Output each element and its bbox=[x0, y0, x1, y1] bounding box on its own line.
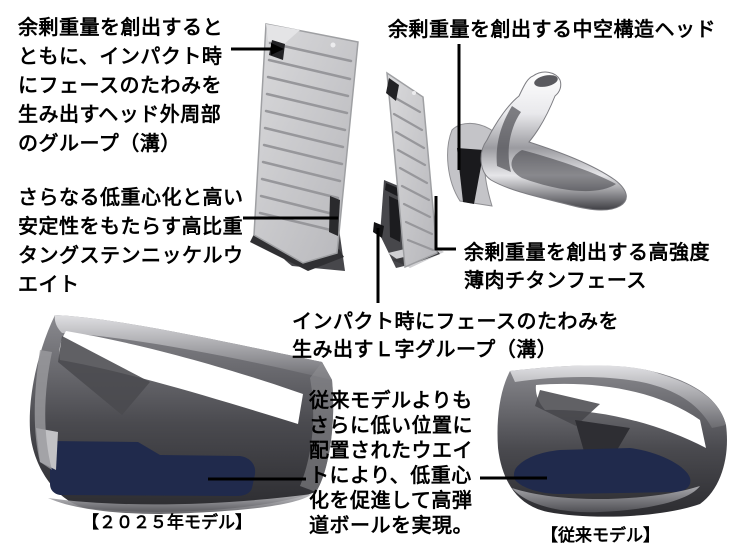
leader-lines bbox=[208, 43, 547, 481]
label-tungsten-weight-line: さらなる低重心化と高い bbox=[18, 185, 244, 209]
label-outer-groove-line: のグループ（溝） bbox=[18, 131, 181, 155]
label-titanium-face-line: 余剰重量を創出する高強度 bbox=[464, 240, 710, 264]
label-weight-position-line: トにより、低重心 bbox=[309, 463, 472, 487]
label-hollow-head: 余剰重量を創出する中空構造ヘッド bbox=[388, 17, 716, 41]
thin-titanium-face bbox=[386, 71, 438, 269]
label-weight-position-line: 道ボールを実現。 bbox=[309, 513, 473, 537]
label-tungsten-weight-line: タングステンニッケルウ bbox=[18, 243, 244, 267]
label-l-groove-line: 生み出すＬ字グループ（溝） bbox=[292, 337, 558, 361]
leader-titanium-face bbox=[434, 196, 456, 251]
label-outer-groove-line: 生み出すヘッド外周部 bbox=[18, 102, 222, 126]
label-l-groove-line: インパクト時にフェースのたわみを bbox=[292, 309, 619, 333]
label-weight-position: 従来モデルよりも さらに低い位置に 配置されたウエイ トにより、低重心 化を促進… bbox=[309, 388, 473, 538]
caption-2025-model: 【２０２５年モデル】 bbox=[82, 513, 252, 533]
conventional-model-cross-section bbox=[497, 365, 727, 517]
caption-conventional-model: 【従来モデル】 bbox=[541, 526, 660, 546]
weight-conventional bbox=[513, 448, 691, 494]
exploded-view bbox=[250, 23, 627, 271]
label-weight-position-line: 化を促進して高弾 bbox=[309, 488, 473, 512]
label-outer-groove-line: ともに、インパクト時 bbox=[18, 44, 223, 68]
label-weight-position-line: 従来モデルよりも bbox=[309, 388, 473, 412]
model-2025-cross-section bbox=[29, 315, 334, 514]
label-outer-groove-line: 余剰重量を創出すると bbox=[18, 15, 223, 39]
head-perimeter-groove-body bbox=[253, 23, 359, 264]
hollow-structure-chrome-head bbox=[447, 71, 627, 211]
label-tungsten-weight: さらなる低重心化と高い 安定性をもたらす高比重 タングステンニッケルウ エイト bbox=[18, 183, 244, 299]
leader-outer-groove-arrowhead bbox=[271, 43, 284, 55]
label-titanium-face-line: 薄肉チタンフェース bbox=[464, 268, 647, 292]
label-tungsten-weight-line: 安定性をもたらす高比重 bbox=[18, 214, 244, 238]
label-weight-position-line: 配置されたウエイ bbox=[309, 438, 473, 462]
label-titanium-face: 余剰重量を創出する高強度 薄肉チタンフェース bbox=[464, 238, 710, 294]
label-tungsten-weight-line: エイト bbox=[18, 272, 80, 296]
label-hollow-head-line: 余剰重量を創出する中空構造ヘッド bbox=[388, 17, 716, 41]
label-outer-groove-line: にフェースのたわみを bbox=[18, 73, 222, 97]
label-outer-groove: 余剰重量を創出すると ともに、インパクト時 にフェースのたわみを 生み出すヘッド… bbox=[18, 13, 223, 158]
weight-2025 bbox=[50, 441, 256, 496]
label-l-groove: インパクト時にフェースのたわみを 生み出すＬ字グループ（溝） bbox=[292, 307, 619, 363]
label-weight-position-line: さらに低い位置に bbox=[309, 413, 473, 437]
